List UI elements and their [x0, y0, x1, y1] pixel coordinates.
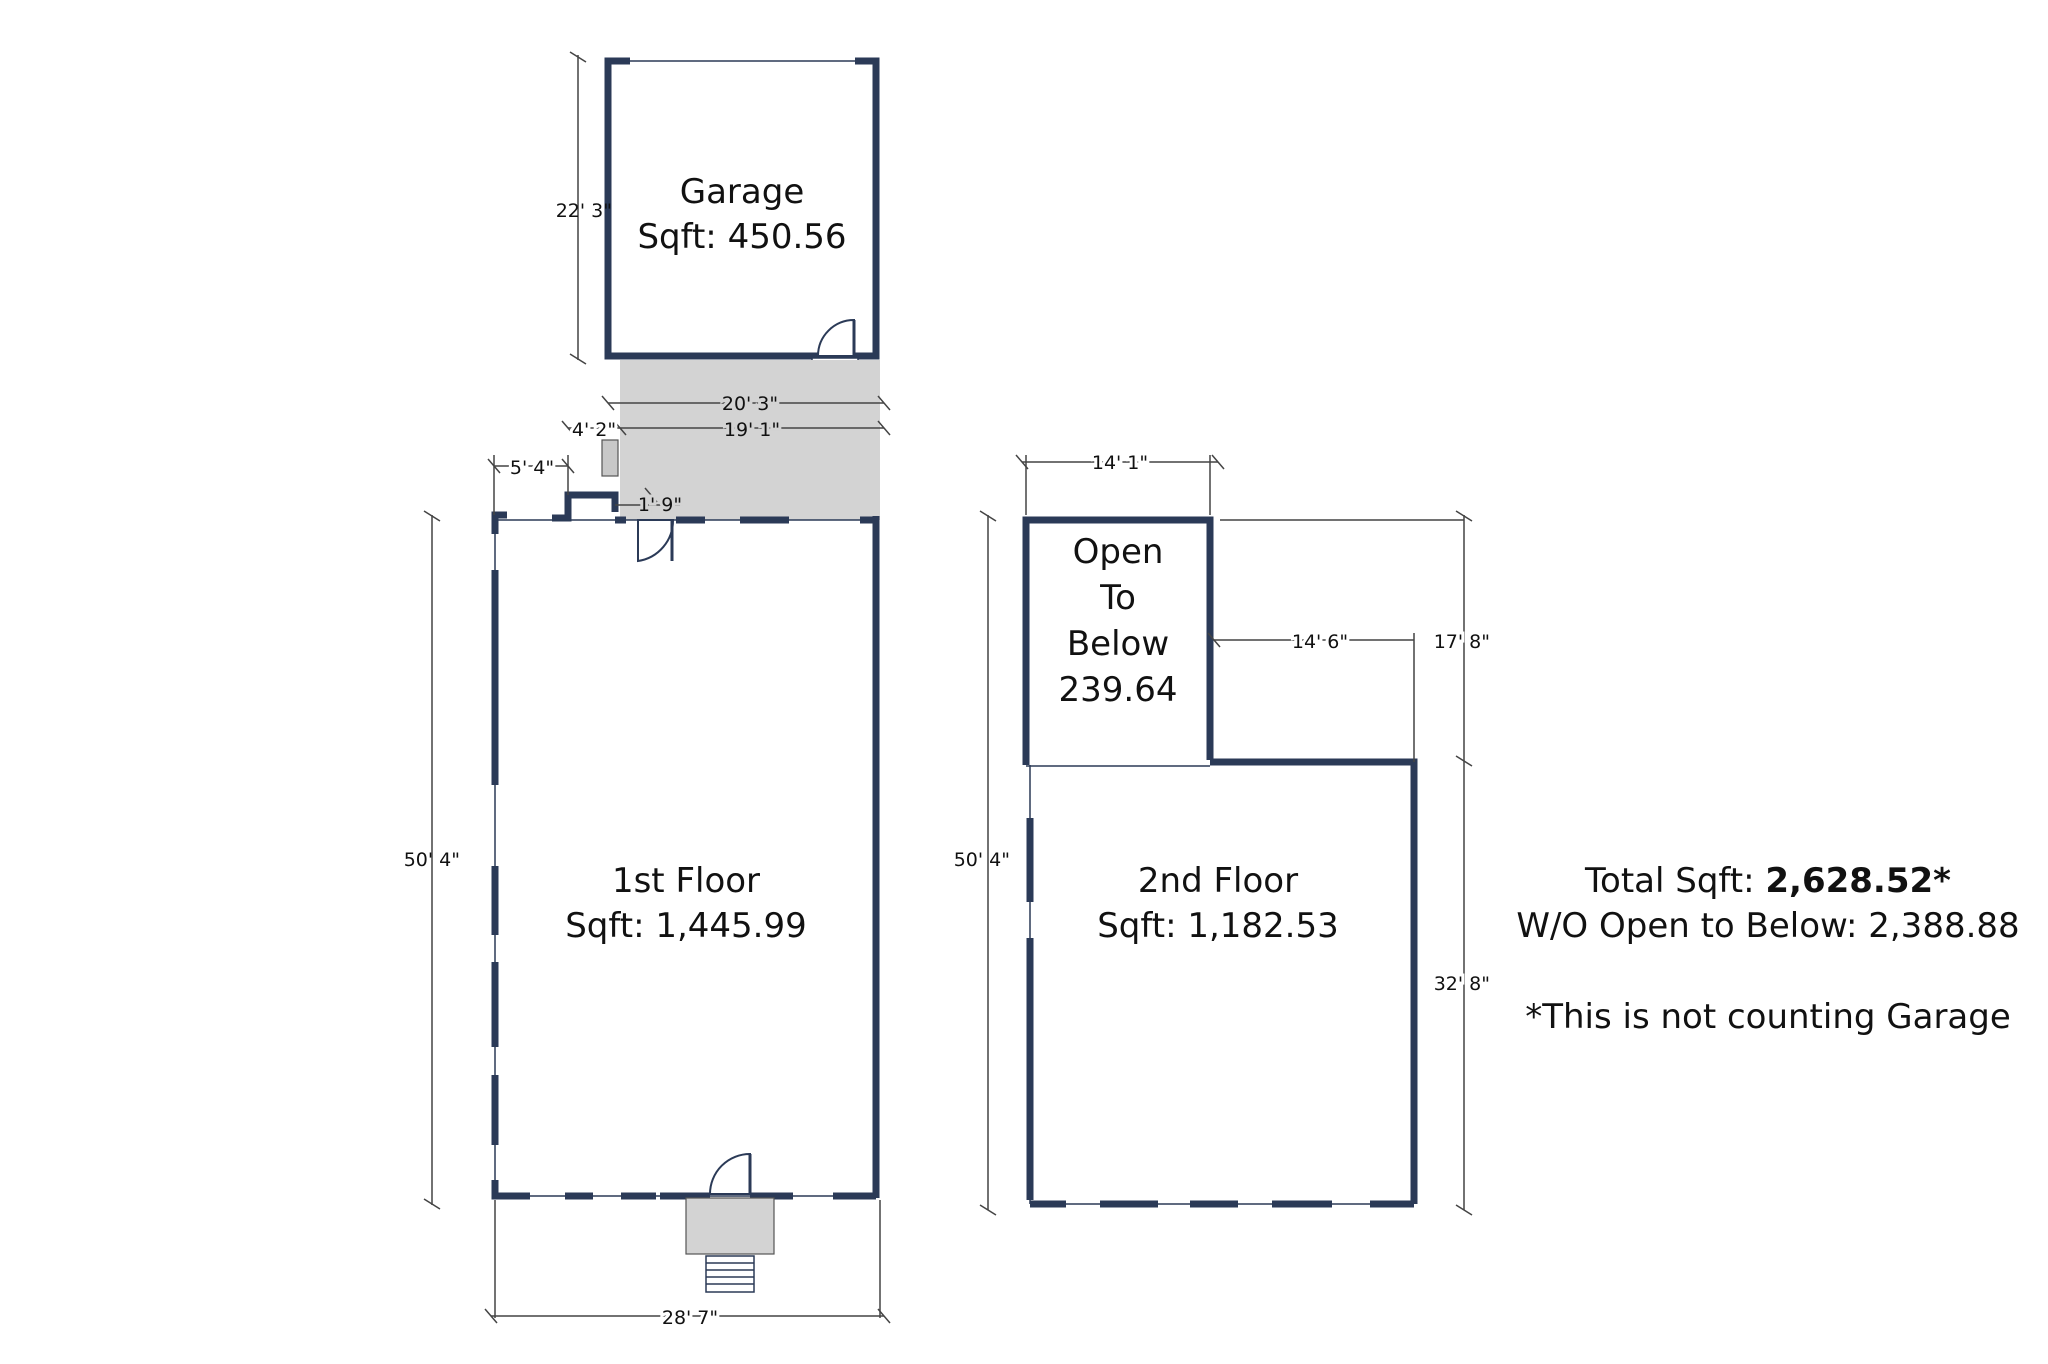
dim-breezeway-outer: 20' 3": [722, 393, 778, 415]
total-sqft-value: 2,628.52*: [1765, 861, 1951, 901]
dim-small-left: 4' 2": [572, 419, 616, 441]
dim-second-floor-height: 50' 4": [954, 849, 1010, 871]
second-floor: Open To Below 239.64 2nd Floor Sqft: 1,1…: [1022, 516, 1418, 1208]
breezeway: [601, 360, 880, 520]
dim-open-width: 14' 1": [1092, 452, 1148, 474]
second-floor-name: 2nd Floor: [1138, 861, 1298, 901]
open-to-below-line1: Open: [1073, 532, 1164, 572]
garage-door-icon: [816, 318, 856, 357]
garage-note: *This is not counting Garage: [1525, 997, 2011, 1037]
open-to-below-line3: Below: [1067, 624, 1169, 664]
without-open-sqft: W/O Open to Below: 2,388.88: [1516, 906, 2019, 946]
total-sqft: Total Sqft: 2,628.52*: [1584, 861, 1951, 901]
second-floor-sqft: Sqft: 1,182.53: [1097, 906, 1339, 946]
first-floor: 1st Floor Sqft: 1,445.99: [491, 491, 880, 1293]
front-steps-icon: [685, 1197, 775, 1293]
dimension-lines: [423, 51, 1473, 1324]
first-floor-sqft: Sqft: 1,445.99: [565, 906, 807, 946]
garage-sqft: Sqft: 450.56: [637, 217, 846, 257]
total-sqft-label: Total Sqft:: [1584, 861, 1765, 901]
dimension-labels: 22' 3" 20' 3" 19' 1" 4' 2" 5' 4" 1' 9" 5…: [404, 200, 1493, 1332]
breezeway-step-icon: [601, 439, 619, 477]
dim-second-lower-height: 32' 8": [1434, 973, 1490, 995]
dim-first-floor-height: 50' 4": [404, 849, 460, 871]
front-door-icon: [708, 1152, 752, 1195]
dim-garage-height: 22' 3": [556, 200, 612, 222]
garage-name: Garage: [680, 172, 805, 212]
dim-door-offset: 1' 9": [638, 494, 682, 516]
dim-second-upper-height: 17' 8": [1434, 631, 1490, 653]
summary: Total Sqft: 2,628.52* W/O Open to Below:…: [1516, 861, 2019, 1037]
rear-door-icon: [637, 519, 675, 563]
garage: Garage Sqft: 450.56: [604, 57, 880, 387]
dim-first-floor-width: 28' 7": [662, 1307, 718, 1329]
dim-second-inner-width: 14' 6": [1292, 631, 1348, 653]
dim-breezeway-inner: 19' 1": [724, 419, 780, 441]
dim-jog-width: 5' 4": [510, 457, 554, 479]
first-floor-name: 1st Floor: [612, 861, 760, 901]
open-to-below-line2: To: [1099, 578, 1136, 618]
open-to-below-area: 239.64: [1059, 670, 1178, 710]
